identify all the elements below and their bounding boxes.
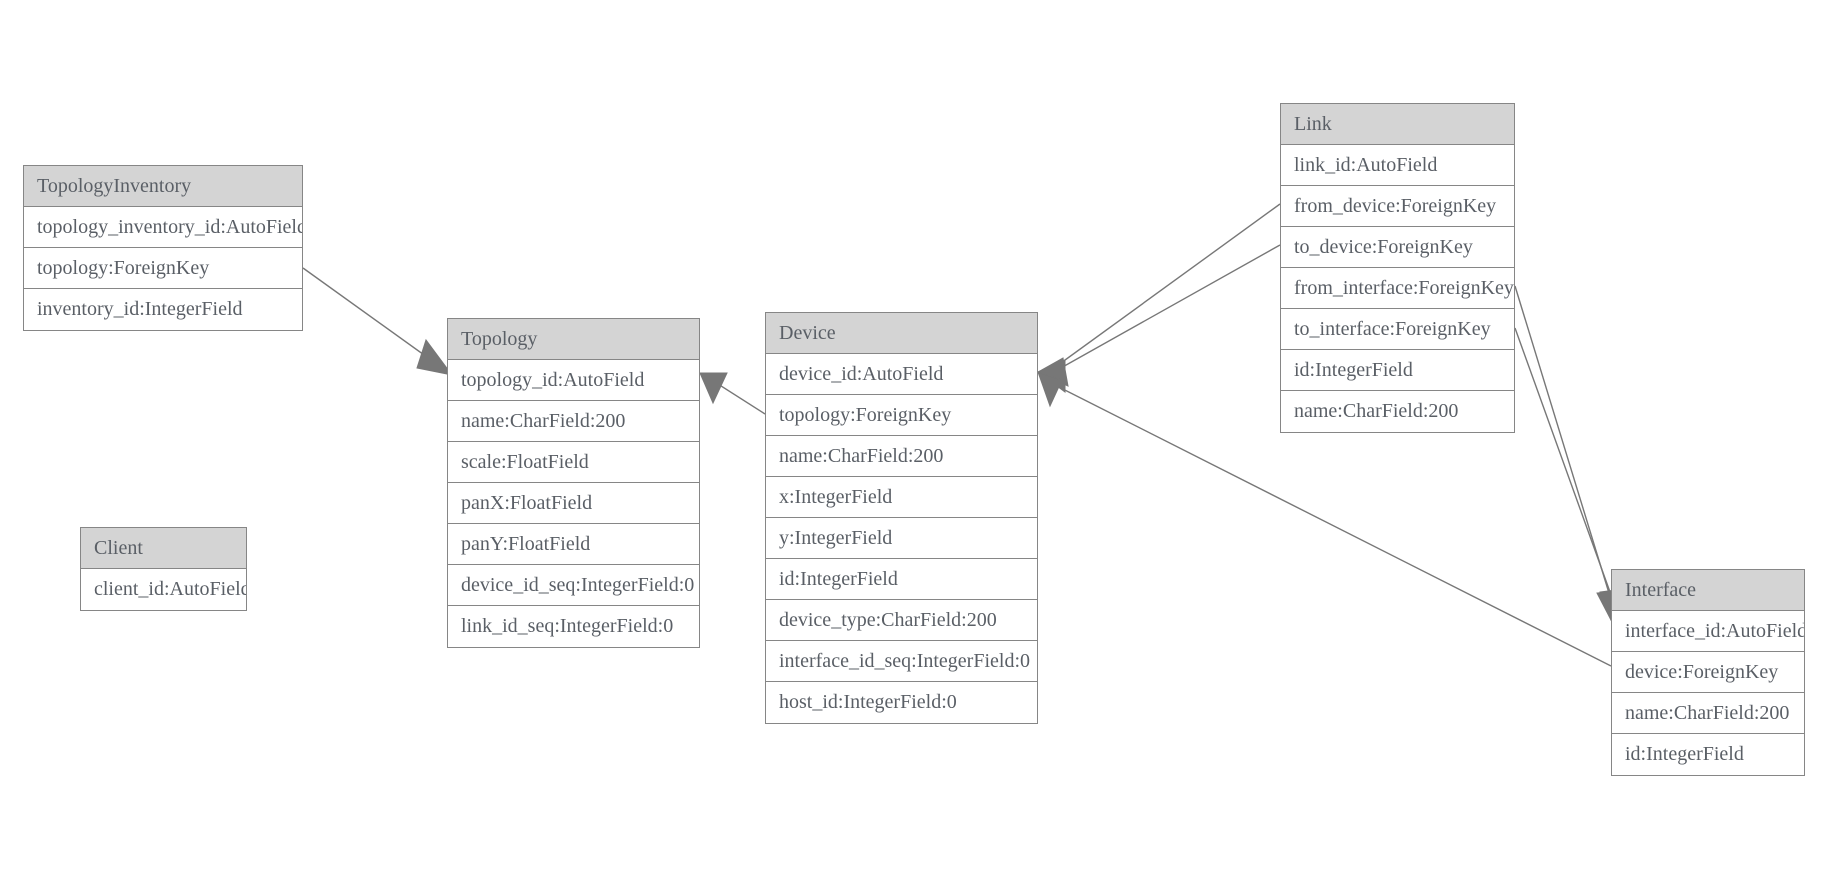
entity-field-row: device_id_seq:IntegerField:0 (448, 565, 699, 606)
relationship-line (1042, 203, 1281, 377)
entity-field-row: scale:FloatField (448, 442, 699, 483)
entity-field-row: device:ForeignKey (1612, 652, 1804, 693)
entity-field-row: x:IntegerField (766, 477, 1037, 518)
entity-field-row: from_device:ForeignKey (1281, 186, 1514, 227)
entity-title-interface: Interface (1612, 570, 1804, 611)
entity-field-row: interface_id:AutoField (1612, 611, 1804, 652)
relationship-arrowhead (1037, 371, 1063, 408)
entity-title-device: Device (766, 313, 1037, 354)
entity-field-row: interface_id_seq:IntegerField:0 (766, 641, 1037, 682)
relationship-line (706, 376, 766, 415)
relationship-line (1514, 327, 1620, 618)
entity-field-row: topology:ForeignKey (766, 395, 1037, 436)
relationship-topologyinventory-topology (302, 267, 454, 376)
entity-field-row: device_id:AutoField (766, 354, 1037, 395)
entity-field-row: host_id:IntegerField:0 (766, 682, 1037, 723)
entity-field-row: panY:FloatField (448, 524, 699, 565)
entity-field-row: device_type:CharField:200 (766, 600, 1037, 641)
entity-field-row: to_device:ForeignKey (1281, 227, 1514, 268)
relationship-link-to_device (1036, 244, 1281, 387)
entity-field-row: link_id_seq:IntegerField:0 (448, 606, 699, 647)
relationship-link-from_device (1037, 203, 1281, 393)
relationship-arrowhead (699, 372, 728, 405)
entity-field-row: client_id:AutoField (81, 569, 246, 610)
entity-field-row: inventory_id:IntegerField (24, 289, 302, 330)
entity-field-row: topology_id:AutoField (448, 360, 699, 401)
relationship-arrowhead (1037, 359, 1066, 393)
entity-field-row: name:CharField:200 (448, 401, 699, 442)
relationship-line (1042, 244, 1281, 379)
entity-field-row: link_id:AutoField (1281, 145, 1514, 186)
relationship-line (1514, 285, 1617, 617)
entity-title-topology: Topology (448, 319, 699, 360)
entity-field-row: topology:ForeignKey (24, 248, 302, 289)
entity-title-link: Link (1281, 104, 1514, 145)
entity-field-row: name:CharField:200 (1612, 693, 1804, 734)
relationship-arrowhead (1036, 357, 1069, 387)
entity-field-row: topology_inventory_id:AutoField (24, 207, 302, 248)
relationship-device-topology (699, 372, 766, 415)
entity-field-row: y:IntegerField (766, 518, 1037, 559)
entity-field-row: id:IntegerField (1281, 350, 1514, 391)
entity-field-row: id:IntegerField (766, 559, 1037, 600)
entity-field-row: from_interface:ForeignKey (1281, 268, 1514, 309)
relationship-line (302, 267, 453, 376)
entity-title-topology_inventory: TopologyInventory (24, 166, 302, 207)
entity-field-row: name:CharField:200 (766, 436, 1037, 477)
entity-field-row: to_interface:ForeignKey (1281, 309, 1514, 350)
entity-field-row: id:IntegerField (1612, 734, 1804, 775)
entity-title-client: Client (81, 528, 246, 569)
entity-field-row: name:CharField:200 (1281, 391, 1514, 432)
entity-field-row: panX:FloatField (448, 483, 699, 524)
